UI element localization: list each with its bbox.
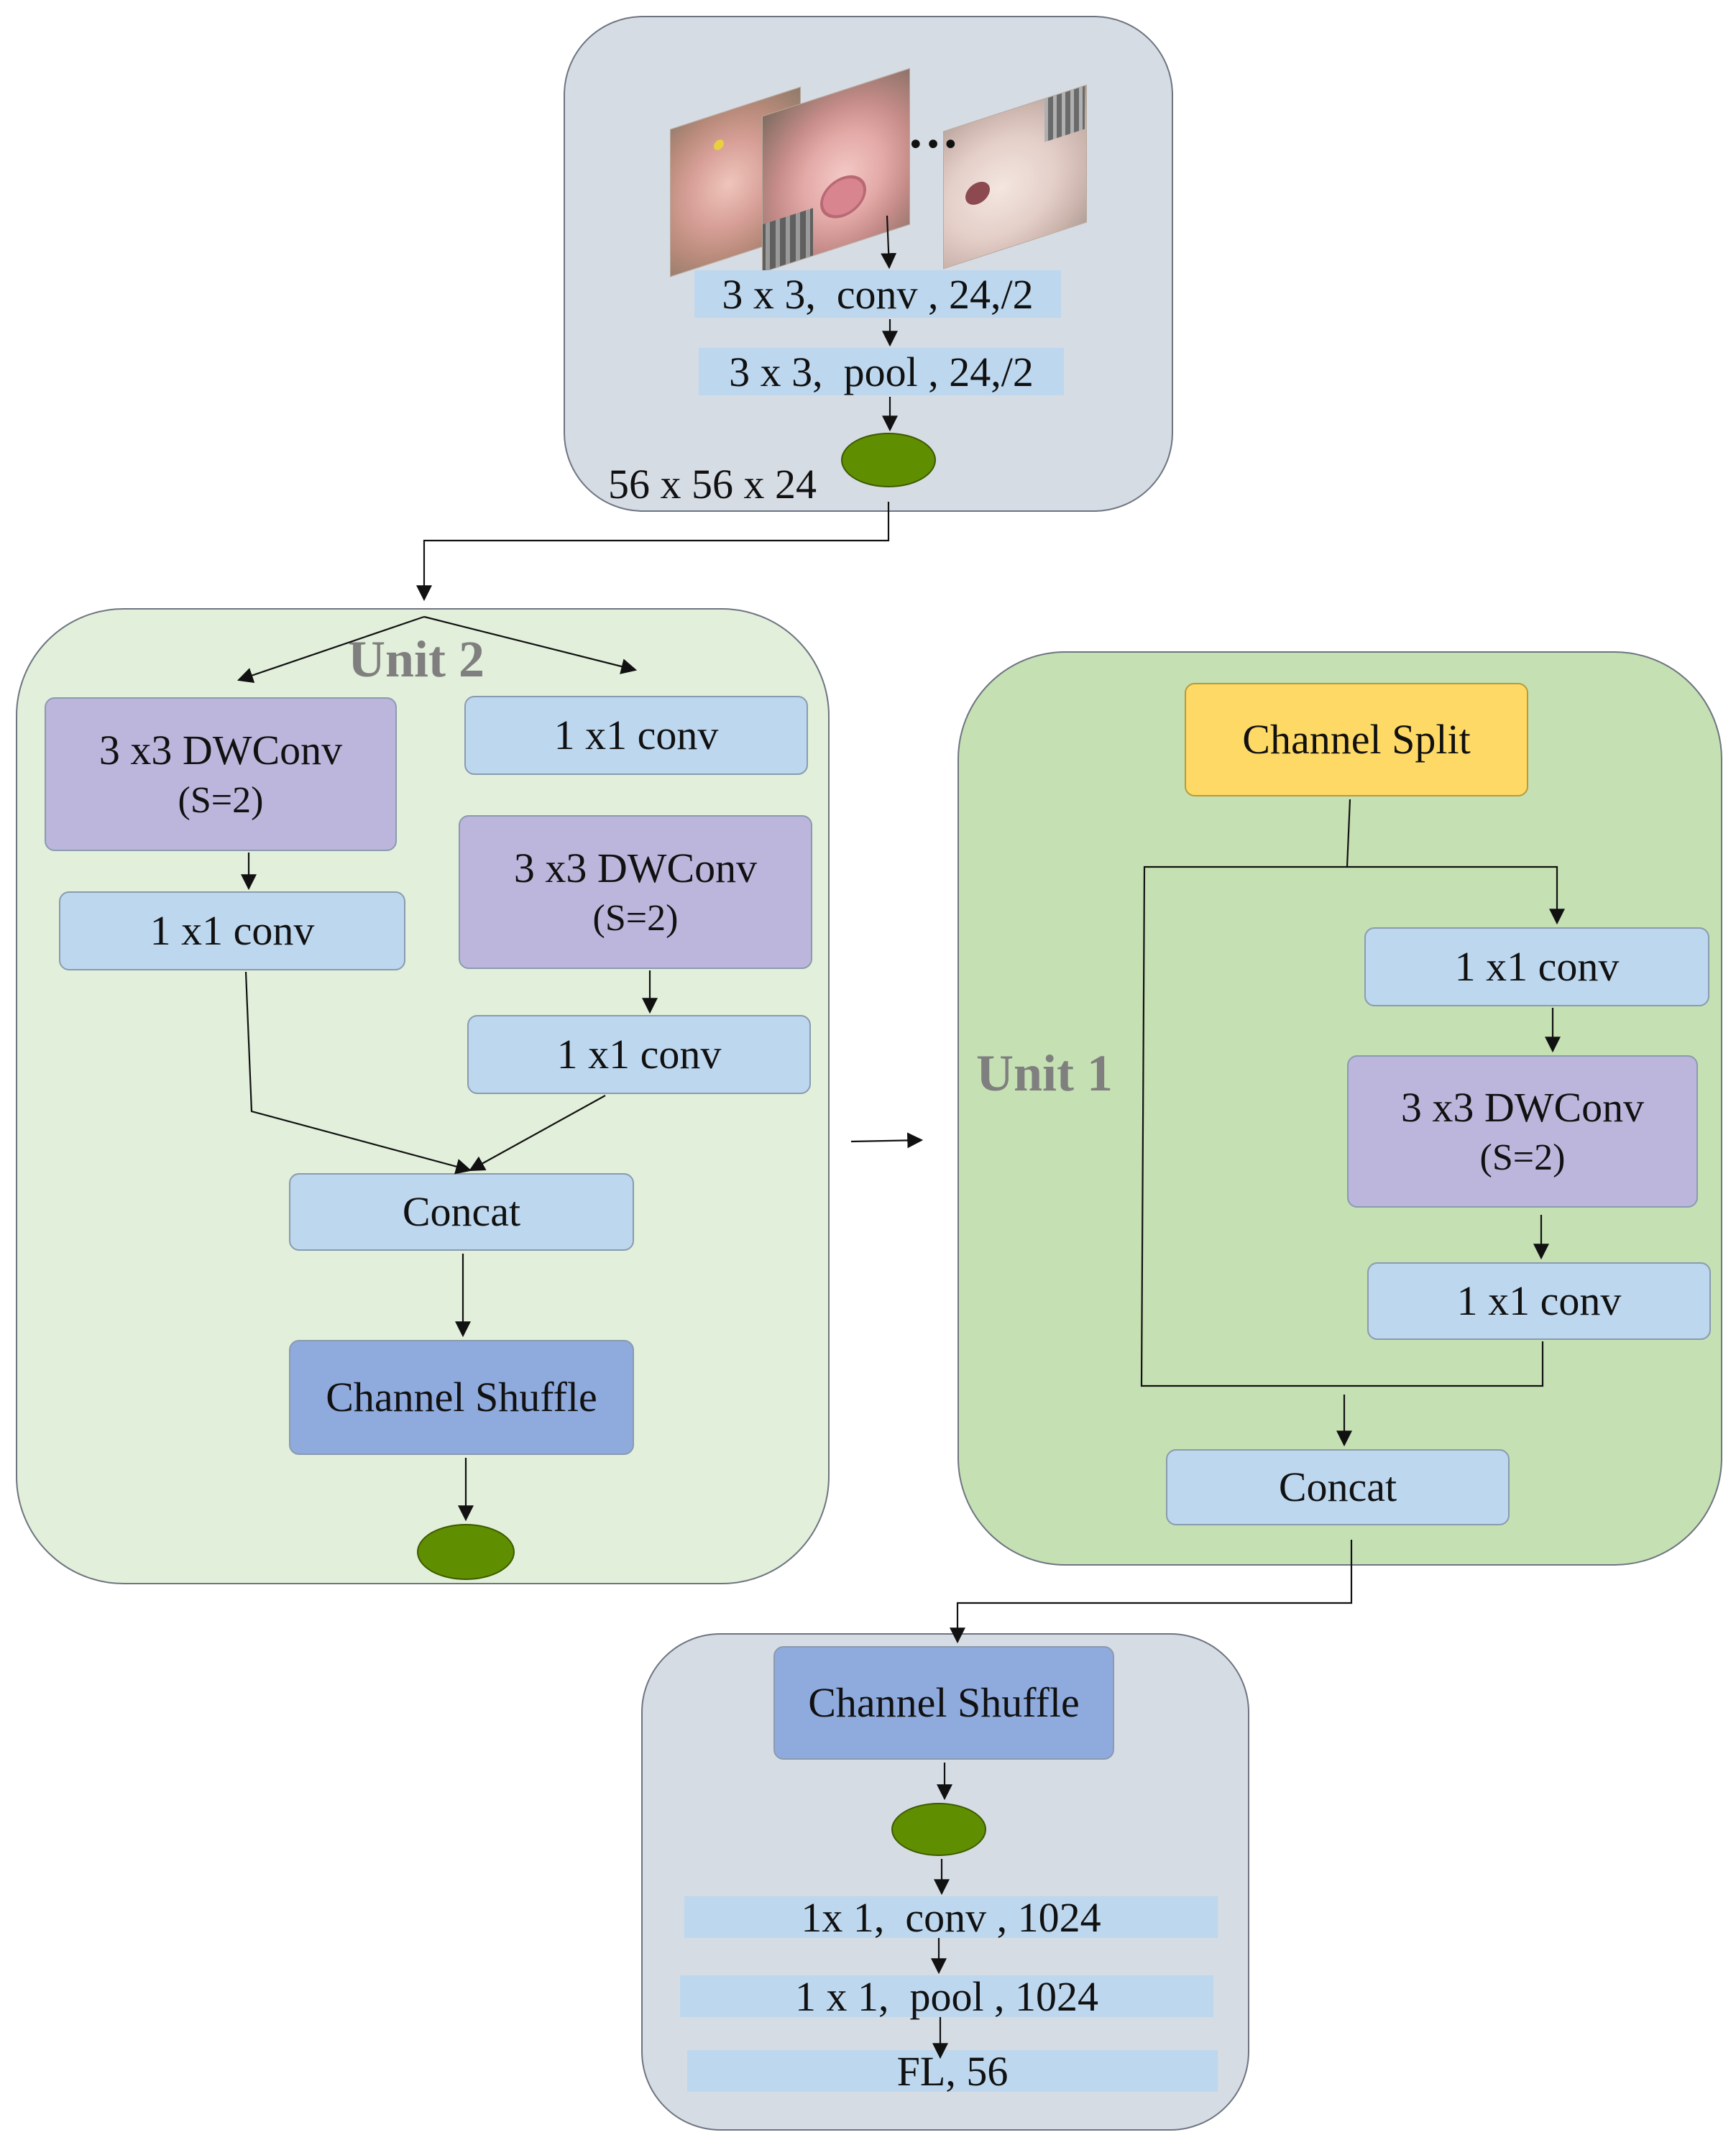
unit2-right-dwconv: 3 x3 DWConv (S=2) — [459, 815, 812, 969]
unit2-channel-shuffle: Channel Shuffle — [289, 1340, 634, 1455]
output-feature-node — [891, 1803, 986, 1856]
output-channel-shuffle: Channel Shuffle — [773, 1646, 1114, 1760]
input-conv-layer: 3 x 3, conv , 24,/2 — [694, 270, 1061, 318]
arrow-unit2-right-branch — [423, 615, 638, 674]
unit1-dwconv-stride: (S=2) — [1479, 1136, 1566, 1178]
arrow-image-to-conv — [881, 215, 897, 270]
image-ellipsis: … — [907, 101, 959, 159]
unit1-conv-top: 1 x1 conv — [1364, 927, 1709, 1006]
unit2-right-dwconv-label: 3 x3 DWConv — [513, 845, 758, 892]
arrow-stage-to-unit2 — [416, 502, 890, 602]
unit1-dwconv-label: 3 x3 DWConv — [1400, 1084, 1645, 1131]
unit1-title: Unit 1 — [976, 1044, 1113, 1102]
unit2-left-dwconv: 3 x3 DWConv (S=2) — [45, 697, 397, 851]
unit2-right-conv-bottom: 1 x1 conv — [467, 1015, 811, 1094]
unit2-title: Unit 2 — [348, 630, 485, 688]
arrow-unit1-to-conv-top — [1347, 865, 1565, 925]
line-unit1-split-down — [1346, 799, 1351, 868]
unit2-output-node — [417, 1524, 515, 1580]
unit2-right-dwconv-stride: (S=2) — [592, 897, 679, 939]
feature-map-node — [841, 433, 936, 487]
output-pool-layer: 1 x 1, pool , 1024 — [680, 1973, 1213, 2020]
arrow-unit2-to-unit1 — [850, 1132, 924, 1149]
unit1-dwconv: 3 x3 DWConv (S=2) — [1347, 1055, 1698, 1208]
line-unit1-shortcut — [1140, 865, 1544, 1387]
unit2-left-dwconv-label: 3 x3 DWConv — [98, 727, 343, 774]
unit2-concat: Concat — [289, 1173, 634, 1251]
unit1-conv-bottom: 1 x1 conv — [1367, 1262, 1711, 1340]
input-pool-layer: 3 x 3, pool , 24,/2 — [699, 348, 1064, 395]
unit2-right-conv-top: 1 x1 conv — [464, 696, 808, 775]
unit2-left-conv: 1 x1 conv — [59, 891, 405, 970]
output-fc-layer: FL, 56 — [687, 2048, 1218, 2095]
unit1-concat: Concat — [1166, 1449, 1510, 1525]
output-conv-layer: 1x 1, conv , 1024 — [684, 1894, 1218, 1941]
line-unit2-right-to-concat — [469, 1095, 606, 1172]
line-unit2-left-to-concat — [244, 971, 472, 1175]
arrow-unit2-left-branch — [236, 615, 425, 684]
arrow-unit1-to-output — [950, 1540, 1353, 1644]
feature-map-shape: 56 x 56 x 24 — [608, 461, 817, 507]
unit1-channel-split: Channel Split — [1185, 683, 1528, 796]
unit2-left-dwconv-stride: (S=2) — [178, 779, 264, 821]
